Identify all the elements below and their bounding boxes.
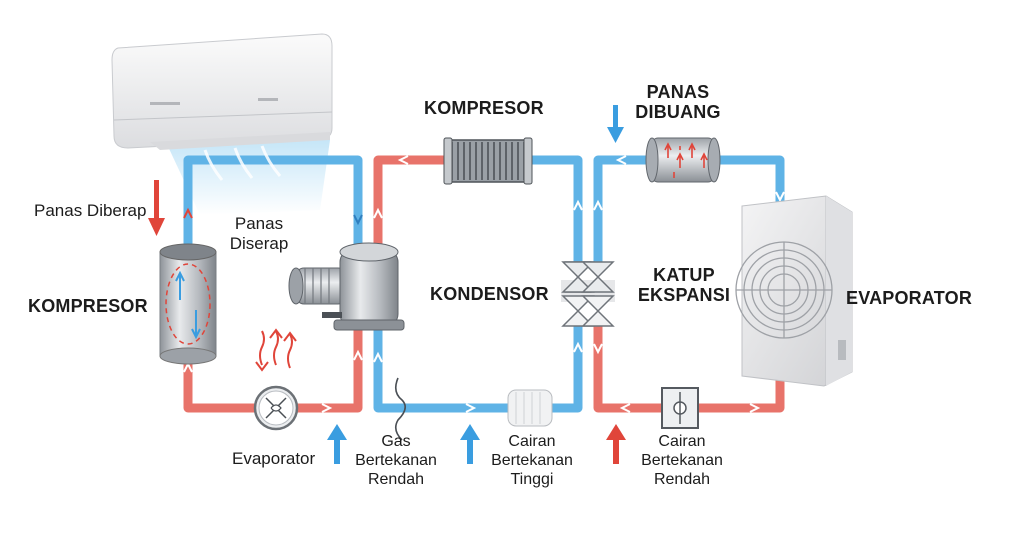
round-valve — [253, 385, 299, 431]
label-panas-diserap-line2: Diserap — [229, 234, 289, 253]
heat-rejected-arrow — [607, 105, 624, 143]
pipe-cold-liquid — [545, 317, 583, 413]
label-cairan-rendah-line1: Cairan — [658, 433, 706, 450]
wavy-heat-icon — [255, 328, 297, 372]
label-cairan-tinggi-line3: Tinggi — [510, 471, 554, 488]
flow-arrow — [397, 155, 409, 165]
outdoor-unit — [735, 195, 853, 387]
pipe-cold-left-top — [183, 155, 363, 265]
label-cairan-bertekanan-rendah: Cairan Bertekanan Rendah — [632, 432, 732, 489]
flexible-hose — [394, 377, 406, 441]
expansion-valve — [561, 261, 615, 327]
label-kompresor-top: KOMPRESOR — [424, 98, 544, 118]
condenser-coil — [443, 137, 533, 185]
flow-arrow — [183, 207, 193, 219]
flow-arrow — [593, 199, 603, 211]
left-cylinder-unit — [159, 243, 217, 365]
label-panas-diberap: Panas Diberap — [34, 201, 147, 220]
flow-arrow — [593, 343, 603, 355]
pipe-hot-middle-top — [373, 155, 451, 270]
label-gas-bertekanan-rendah: Gas Bertekanan Rendah — [346, 432, 446, 489]
flow-arrow — [573, 199, 583, 211]
filter-drier — [507, 389, 553, 427]
flow-arrow — [749, 403, 761, 413]
label-gas-line2: Bertekanan — [355, 452, 437, 469]
hot-inflow-arrow — [606, 424, 626, 464]
pipe-cold-to-evaporator — [709, 155, 785, 215]
flow-arrow — [775, 191, 785, 203]
pipe-cold-right-top — [593, 155, 655, 267]
label-panas-diserap: Panas Diserap — [224, 214, 294, 254]
flow-arrow — [373, 351, 383, 363]
label-panas-dibuang-line1: PANAS — [646, 82, 710, 102]
pipe-hot-from-evaporator — [693, 367, 785, 413]
flow-arrow — [353, 349, 363, 361]
label-cairan-bertekanan-tinggi: Cairan Bertekanan Tinggi — [482, 432, 582, 489]
compressor-unit — [288, 242, 405, 331]
label-cairan-tinggi-line2: Bertekanan — [491, 452, 573, 469]
heat-rejection-cylinder — [645, 137, 721, 183]
metering-valve — [661, 387, 699, 429]
pipe-hot-left-bottom — [183, 350, 260, 413]
flow-arrow — [353, 214, 363, 226]
cold-inflow-arrow — [327, 424, 347, 464]
label-evaporator-right: EVAPORATOR — [846, 288, 973, 308]
label-panas-dibuang: PANAS DIBUANG — [628, 82, 728, 122]
heat-absorbed-arrow — [148, 180, 165, 236]
label-gas-line3: Rendah — [367, 471, 425, 488]
pipe-hot-right-bottom — [593, 317, 667, 413]
label-gas-line1: Gas — [381, 433, 411, 450]
label-katup-ekspansi: KATUP EKSPANSI — [634, 265, 734, 305]
cold-inflow-arrow — [460, 424, 480, 464]
indoor-ac-unit — [111, 33, 333, 181]
label-cairan-rendah-line3: Rendah — [653, 471, 711, 488]
label-kondensor: KONDENSOR — [430, 284, 549, 304]
flow-arrow — [573, 341, 583, 353]
flow-arrow — [321, 403, 333, 413]
flow-arrow — [615, 155, 627, 165]
flow-arrow — [465, 403, 477, 413]
label-panas-dibuang-line2: DIBUANG — [635, 102, 721, 122]
flow-arrow — [373, 207, 383, 219]
pipe-hot-to-compressor — [293, 315, 363, 413]
label-panas-diserap-line1: Panas — [234, 214, 284, 233]
pipe-network — [183, 155, 785, 413]
flow-arrow — [619, 403, 631, 413]
flow-arrows — [183, 155, 785, 413]
label-evaporator-left: Evaporator — [232, 449, 316, 468]
label-katup-line2: EKSPANSI — [637, 285, 731, 305]
label-katup-line1: KATUP — [653, 265, 715, 285]
label-cairan-rendah-line2: Bertekanan — [641, 452, 723, 469]
pipe-cold-condenser-out — [525, 155, 583, 267]
label-kompresor-left: KOMPRESOR — [28, 296, 148, 316]
label-cairan-tinggi-line1: Cairan — [508, 433, 556, 450]
fan-grille — [735, 241, 833, 339]
air-flow-lines — [203, 145, 282, 181]
